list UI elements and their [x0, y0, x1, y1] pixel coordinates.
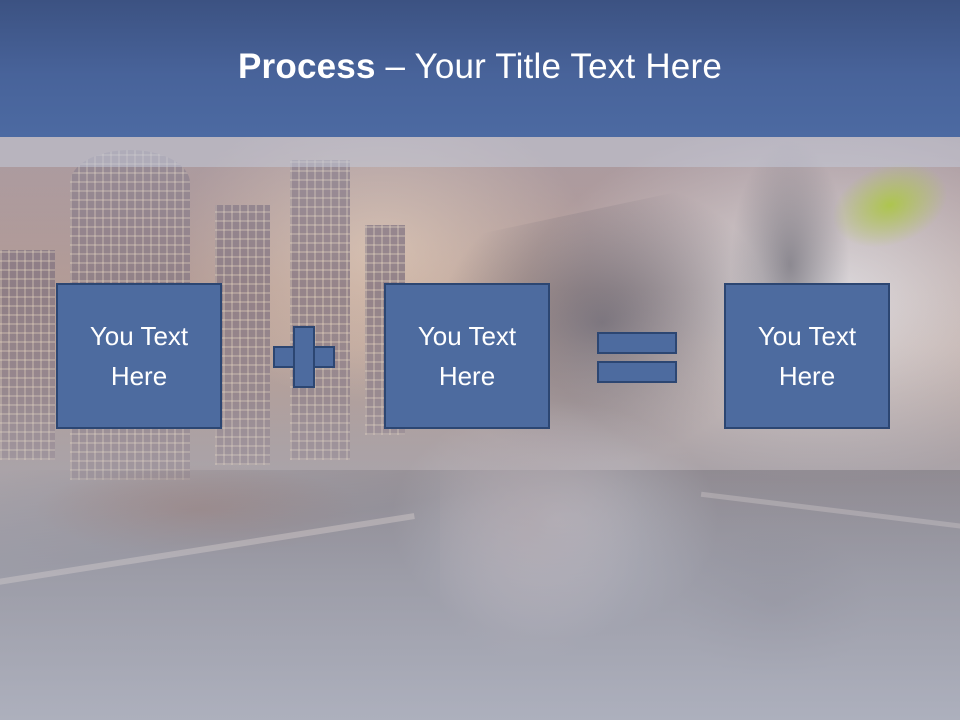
process-box-3-line1: You Text — [757, 321, 857, 351]
title-bold-part: Process — [238, 46, 376, 86]
equals-icon-bottom-bar — [597, 361, 677, 383]
title-bar: Process – Your Title Text Here — [0, 0, 960, 137]
process-box-1-line2: Here — [110, 361, 168, 391]
header-strip — [0, 137, 960, 167]
process-box-2-line1: You Text — [417, 321, 517, 351]
equals-icon-top-bar — [597, 332, 677, 354]
process-box-3-line2: Here — [778, 361, 836, 391]
plus-icon — [273, 326, 335, 388]
process-box-2[interactable]: You Text Here — [384, 283, 550, 429]
slide-title[interactable]: Process – Your Title Text Here — [238, 47, 722, 87]
process-box-1[interactable]: You Text Here — [56, 283, 222, 429]
equals-icon — [597, 332, 677, 384]
title-rest-part: – Your Title Text Here — [375, 46, 722, 86]
plus-icon-center — [295, 348, 313, 366]
process-box-1-line1: You Text — [89, 321, 189, 351]
process-box-3[interactable]: You Text Here — [724, 283, 890, 429]
process-box-2-line2: Here — [438, 361, 496, 391]
